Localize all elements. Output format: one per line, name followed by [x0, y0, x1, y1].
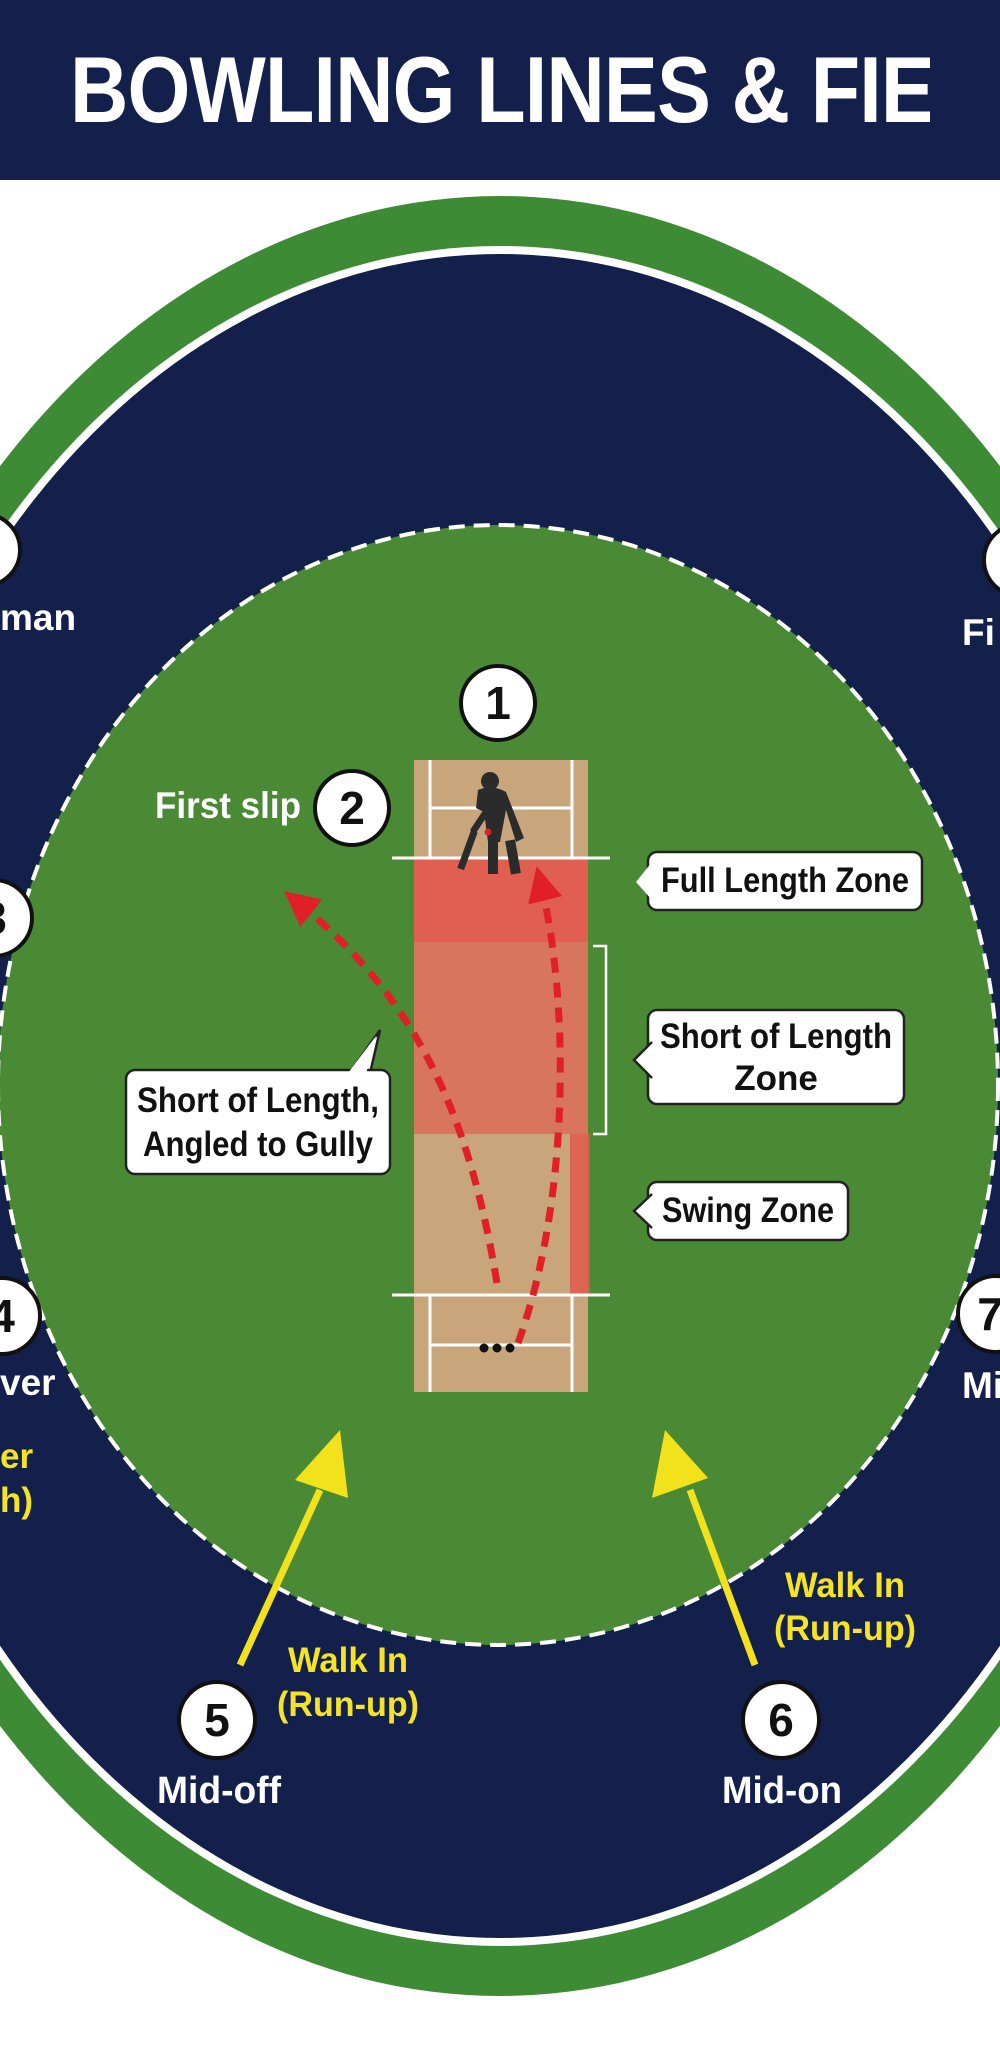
fielder-label-mi: Mi	[962, 1365, 1000, 1406]
fielder-label-ver: ver	[0, 1362, 56, 1403]
fielder-marker-1: 1	[459, 664, 537, 742]
callout-angled-line2: Angled to Gully	[143, 1125, 373, 1164]
fielder-label-first-slip: First slip	[155, 785, 301, 826]
walk-in-arrow-right	[686, 1488, 759, 1667]
fielder-number-3: 3	[0, 892, 7, 944]
fielder-number-4: 4	[0, 1290, 15, 1342]
inner-circle-dashed-line	[0, 523, 1000, 1647]
callout-swing-zone-text: Swing Zone	[662, 1191, 834, 1230]
fielder-label-mid-off: Mid-off	[157, 1770, 281, 1812]
callout-full-length: Full Length Zone	[636, 850, 924, 912]
callout-short-of-length-line2: Zone	[734, 1059, 818, 1098]
walk-in-left-line2: (Run-up)	[277, 1685, 419, 1724]
callout-angled-to-gully: Short of Length, Angled to Gully	[124, 1029, 392, 1176]
fielder-number-2: 2	[339, 782, 365, 834]
fielder-marker-4: 4 ver	[0, 1276, 56, 1403]
swing-zone-strip	[570, 1134, 590, 1294]
callout-angled-line1: Short of Length,	[137, 1081, 379, 1120]
delivery-arrow-to-batsman	[514, 866, 564, 1345]
callout-swing-zone: Swing Zone	[632, 1180, 850, 1242]
walk-in-far-left-line2: h)	[0, 1481, 33, 1520]
delivery-arrow-to-gully	[284, 891, 501, 1284]
walk-in-arrowhead-left	[295, 1430, 348, 1498]
walk-in-arrowhead-right	[652, 1430, 708, 1498]
fielder-label-man: man	[0, 597, 76, 638]
fielder-label-mid-on: Mid-on	[722, 1770, 842, 1812]
fielder-number-7: 7	[977, 1288, 1000, 1340]
short-of-length-bracket	[593, 944, 608, 1136]
bowler-stumps-dot	[492, 1343, 502, 1353]
batsman-icon	[457, 772, 524, 875]
callout-short-of-length-line1: Short of Length	[660, 1017, 892, 1056]
title-banner: BOWLING LINES & FIELDER	[0, 0, 1000, 180]
callout-full-length-text: Full Length Zone	[661, 861, 909, 900]
walk-in-far-left-line1: er	[0, 1437, 33, 1476]
walk-in-right-line2: (Run-up)	[774, 1609, 916, 1648]
fielder-label-fi: Fi	[962, 612, 995, 653]
page-title: BOWLING LINES & FIELDER	[70, 37, 930, 142]
fielder-marker-6: 6 Mid-on	[722, 1680, 842, 1812]
bowler-stumps-dot	[479, 1343, 489, 1353]
walk-in-left-line1: Walk In	[288, 1641, 408, 1680]
bowler-stumps-dot	[505, 1343, 515, 1353]
walk-in-right-line1: Walk In	[785, 1566, 905, 1605]
callout-short-of-length: Short of Length Zone	[632, 1008, 906, 1106]
fielder-marker-7: 7 Mi	[956, 1274, 1000, 1406]
fielder-marker-partial-top-right: Fi	[962, 527, 1000, 653]
full-length-zone	[414, 858, 588, 942]
fielder-number-1: 1	[485, 677, 511, 729]
fielder-marker-partial-top-left: man	[0, 515, 76, 638]
walk-in-arrow-left	[236, 1488, 324, 1667]
fielder-number-5: 5	[204, 1694, 230, 1746]
fielder-marker-5: 5 Mid-off	[157, 1680, 281, 1812]
fielder-number-6: 6	[768, 1694, 794, 1746]
fielder-marker-3: 3	[0, 878, 34, 958]
fielder-marker-2: 2 First slip	[155, 769, 391, 847]
